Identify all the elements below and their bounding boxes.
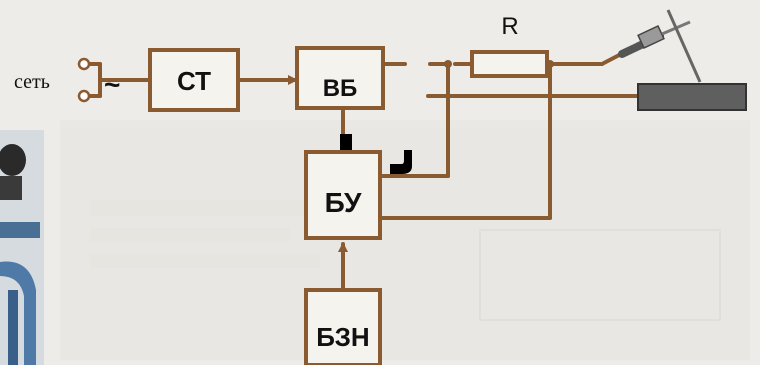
left-photo-fragment bbox=[0, 130, 44, 365]
workpiece bbox=[638, 84, 746, 110]
resistor bbox=[472, 52, 547, 76]
rectifier-block: ВБ bbox=[297, 48, 383, 108]
electrode-holder-icon bbox=[622, 10, 700, 82]
input-terminals bbox=[79, 59, 89, 101]
resistor-label: R bbox=[501, 13, 518, 40]
input-label: сеть bbox=[14, 71, 50, 93]
setpoint-unit-label: БЗН bbox=[316, 322, 369, 352]
transformer-block: СТ bbox=[150, 50, 238, 110]
control-unit-block: БУ bbox=[306, 152, 380, 238]
transformer-label: СТ bbox=[177, 66, 211, 96]
rectifier-label: ВБ bbox=[323, 75, 358, 102]
ac-symbol: ~ bbox=[104, 69, 120, 100]
control-unit-label: БУ bbox=[325, 187, 362, 218]
setpoint-unit-block: БЗН bbox=[306, 290, 380, 365]
